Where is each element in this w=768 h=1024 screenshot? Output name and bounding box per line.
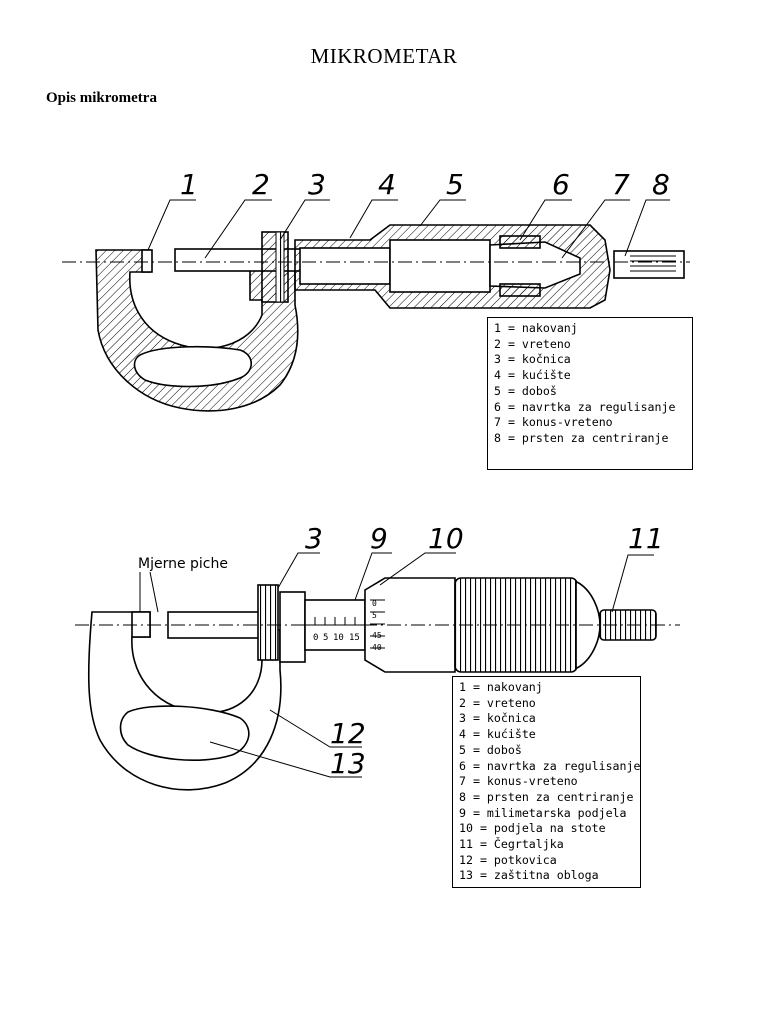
legend-item: 8 = prsten za centriranje: [459, 789, 634, 804]
figure-2-callouts: 3 9 10 11 12 13: [305, 522, 664, 780]
legend-item: 8 = prsten za centriranje: [494, 430, 669, 445]
legend-figure-1: 1 = nakovanj 2 = vreteno 3 = kočnica 4 =…: [487, 317, 693, 470]
anvil: [141, 249, 153, 273]
sleeve-mark-5: 5: [323, 633, 328, 643]
thimble-mark-0: 0: [372, 599, 377, 608]
figure-1-cross-section: [62, 199, 690, 412]
callout-7: 7: [612, 168, 630, 201]
callout-1: 1: [180, 168, 198, 201]
legend-figure-2: 1 = nakovanj 2 = vreteno 3 = kočnica 4 =…: [452, 676, 641, 888]
callout-9: 9: [370, 522, 388, 555]
thimble-scale-marks: 0 5 45 40: [372, 599, 382, 652]
lock-ring-2: [257, 584, 279, 661]
frame-window: [133, 345, 253, 388]
figure-1-callouts: 1 2 3 4 5 6 7 8: [180, 168, 670, 201]
callout-3: 3: [305, 522, 323, 555]
thimble: [364, 577, 456, 673]
legend-item: 6 = navrtka za regulisanje: [459, 758, 641, 773]
legend-item: 2 = vreteno: [459, 695, 536, 710]
frame-insulation: [119, 705, 250, 761]
callout-8: 8: [652, 168, 670, 201]
callout-5: 5: [446, 168, 464, 201]
callout-12: 12: [330, 717, 366, 750]
legend-item: 7 = konus-vreteno: [494, 415, 613, 430]
callout-6: 6: [552, 168, 570, 201]
legend-item: 10 = podjela na stote: [459, 821, 606, 836]
legend-item: 13 = zaštitna obloga: [459, 868, 599, 883]
legend-item: 5 = doboš: [459, 742, 522, 757]
legend-item: 2 = vreteno: [494, 336, 571, 351]
callout-10: 10: [428, 522, 464, 555]
callout-4: 4: [378, 168, 396, 201]
sleeve-mark-15: 15: [349, 633, 360, 643]
legend-item: 3 = kočnica: [494, 352, 571, 367]
callout-11: 11: [628, 522, 664, 555]
measuring-surfaces-label: Mjerne piche: [138, 556, 228, 572]
legend-item: 7 = konus-vreteno: [459, 774, 578, 789]
anvil-2: [131, 611, 151, 638]
thimble-mark-40: 40: [372, 643, 382, 652]
legend-item: 1 = nakovanj: [494, 321, 578, 335]
sleeve-scale-marks: 0 5 10 15: [313, 633, 360, 643]
thimble-mark-5: 5: [372, 611, 377, 620]
legend-item: 3 = kočnica: [459, 711, 536, 726]
sleeve-mark-10: 10: [333, 633, 344, 643]
section-heading: Opis mikrometra: [46, 90, 157, 106]
callout-13: 13: [330, 747, 366, 780]
ratchet-end: [613, 250, 685, 279]
figure-2-external-view: [75, 552, 680, 791]
legend-item: 9 = milimetarska podjela: [459, 805, 627, 820]
callout-2: 2: [252, 168, 270, 201]
legend-item: 4 = kućište: [494, 368, 571, 383]
legend-item: 12 = potkovica: [459, 852, 557, 867]
page-title: MIKROMETAR: [310, 44, 458, 68]
sleeve: [279, 591, 306, 663]
legend-item: 6 = navrtka za regulisanje: [494, 399, 676, 414]
sleeve-mark-0: 0: [313, 633, 318, 643]
callout-3: 3: [308, 168, 326, 201]
legend-item: 11 = Čegrtaljka: [459, 837, 564, 852]
legend-item: 1 = nakovanj: [459, 680, 543, 694]
legend-item: 4 = kućište: [459, 727, 536, 742]
legend-item: 5 = doboš: [494, 383, 557, 398]
thimble-mark-45: 45: [372, 631, 382, 640]
